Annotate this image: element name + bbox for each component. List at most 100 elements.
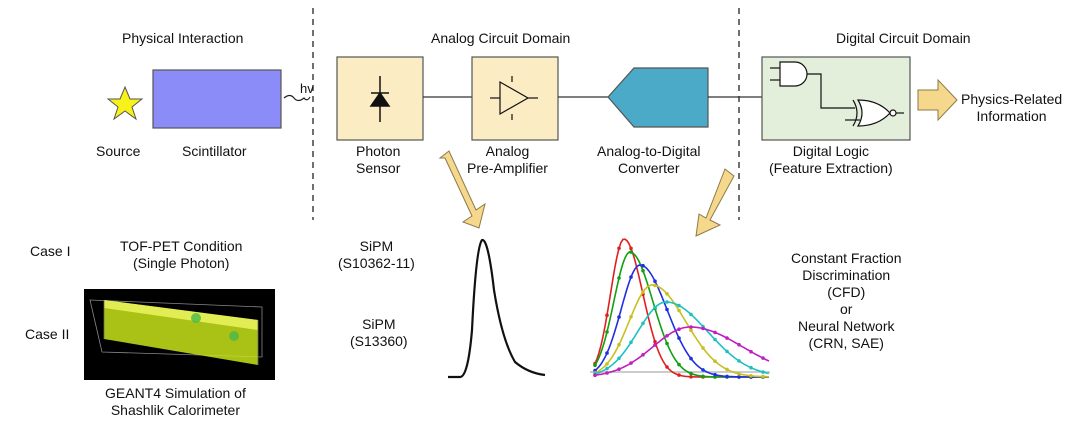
sample-point <box>689 325 693 329</box>
sample-point <box>641 268 645 273</box>
sample-point <box>617 315 621 319</box>
sample-point <box>653 343 657 347</box>
sample-point <box>677 303 681 308</box>
sample-point <box>617 342 621 347</box>
sample-point <box>749 349 753 354</box>
arrow-adc-to-samples <box>695 168 735 237</box>
case-1-label: Case I <box>30 243 71 259</box>
sample-point <box>641 290 645 294</box>
sample-point <box>629 275 633 279</box>
sample-point <box>641 263 645 268</box>
sample-point <box>713 330 717 335</box>
sample-point <box>617 367 621 372</box>
digitized-pulses <box>590 238 770 379</box>
sample-point <box>629 315 633 319</box>
sample-point <box>737 372 741 376</box>
scintillator-block <box>152 69 282 129</box>
arrow-sensor-to-waveform <box>438 150 486 229</box>
sample-point <box>653 305 657 310</box>
sample-point <box>761 370 765 374</box>
sample-point <box>701 374 705 379</box>
photon-symbol-label: hv <box>300 81 314 96</box>
analog-pulse-waveform <box>448 238 546 379</box>
sample-point <box>701 346 705 350</box>
section-analog-circuit-domain: Analog Circuit Domain <box>431 30 571 46</box>
sample-point <box>677 308 681 313</box>
sample-point <box>737 375 741 379</box>
sample-point <box>641 321 645 326</box>
output-arrow <box>917 78 958 122</box>
sample-point <box>737 359 741 363</box>
sample-point <box>593 373 597 378</box>
sample-point <box>653 279 657 284</box>
sample-point <box>617 356 621 361</box>
sample-point <box>689 328 693 333</box>
sample-point <box>749 374 753 378</box>
source-star-icon <box>106 85 144 121</box>
sample-point <box>629 361 633 365</box>
sample-point <box>605 366 609 371</box>
tof-pet-label: TOF-PET Condition(Single Photon) <box>120 238 243 271</box>
case-2-label: Case II <box>25 326 70 342</box>
sample-point <box>713 372 717 377</box>
sample-point <box>737 342 741 347</box>
sample-point <box>761 356 765 360</box>
sample-point <box>641 353 645 357</box>
sampled-pulse-5 <box>594 301 770 375</box>
sample-point <box>713 359 717 364</box>
sample-point <box>677 336 681 340</box>
preamp-block <box>471 56 559 141</box>
sample-point <box>725 349 729 354</box>
photon-wave-icon <box>283 94 311 102</box>
sample-point <box>725 367 729 372</box>
sample-point <box>617 246 621 251</box>
sample-point <box>629 340 633 345</box>
sample-point <box>677 362 681 367</box>
geant4-detector-shape <box>89 299 263 365</box>
logic-gates-icon <box>770 61 904 127</box>
sample-point <box>653 283 657 288</box>
sipm-2-label: SiPM(S13360) <box>350 316 408 349</box>
sample-point <box>629 246 633 251</box>
sample-point <box>665 341 669 346</box>
sample-point <box>605 371 609 375</box>
section-physical-interaction: Physical Interaction <box>122 30 244 46</box>
sample-point <box>665 334 669 338</box>
section-digital-circuit-domain: Digital Circuit Domain <box>836 30 971 46</box>
sample-point <box>665 300 669 304</box>
scintillator-label: Scintillator <box>182 143 247 159</box>
sample-point <box>677 327 681 332</box>
sample-point <box>629 250 633 254</box>
sample-point <box>689 356 693 361</box>
sample-point <box>665 307 669 312</box>
sample-point <box>593 363 597 368</box>
sample-point <box>689 312 693 317</box>
feature-extraction-methods: Constant Fraction Discrimination (CFD) o… <box>791 250 902 351</box>
sample-point <box>713 337 717 342</box>
sampled-pulse-3 <box>594 264 769 378</box>
sample-point <box>689 371 693 376</box>
photodiode-icon <box>369 76 391 122</box>
amplifier-icon <box>490 76 538 120</box>
sample-point <box>701 326 705 331</box>
sample-point <box>605 330 609 334</box>
sample-point <box>677 373 681 377</box>
sample-point <box>749 365 753 370</box>
sample-point <box>653 339 657 344</box>
sample-point <box>725 374 729 379</box>
sample-point <box>605 313 609 318</box>
sample-point <box>665 365 669 369</box>
source-label: Source <box>96 143 141 159</box>
sample-point <box>689 375 693 379</box>
sample-point <box>617 276 621 280</box>
sample-point <box>725 336 729 340</box>
sample-point <box>605 351 609 355</box>
sample-point <box>701 368 705 372</box>
sample-point <box>665 292 669 296</box>
